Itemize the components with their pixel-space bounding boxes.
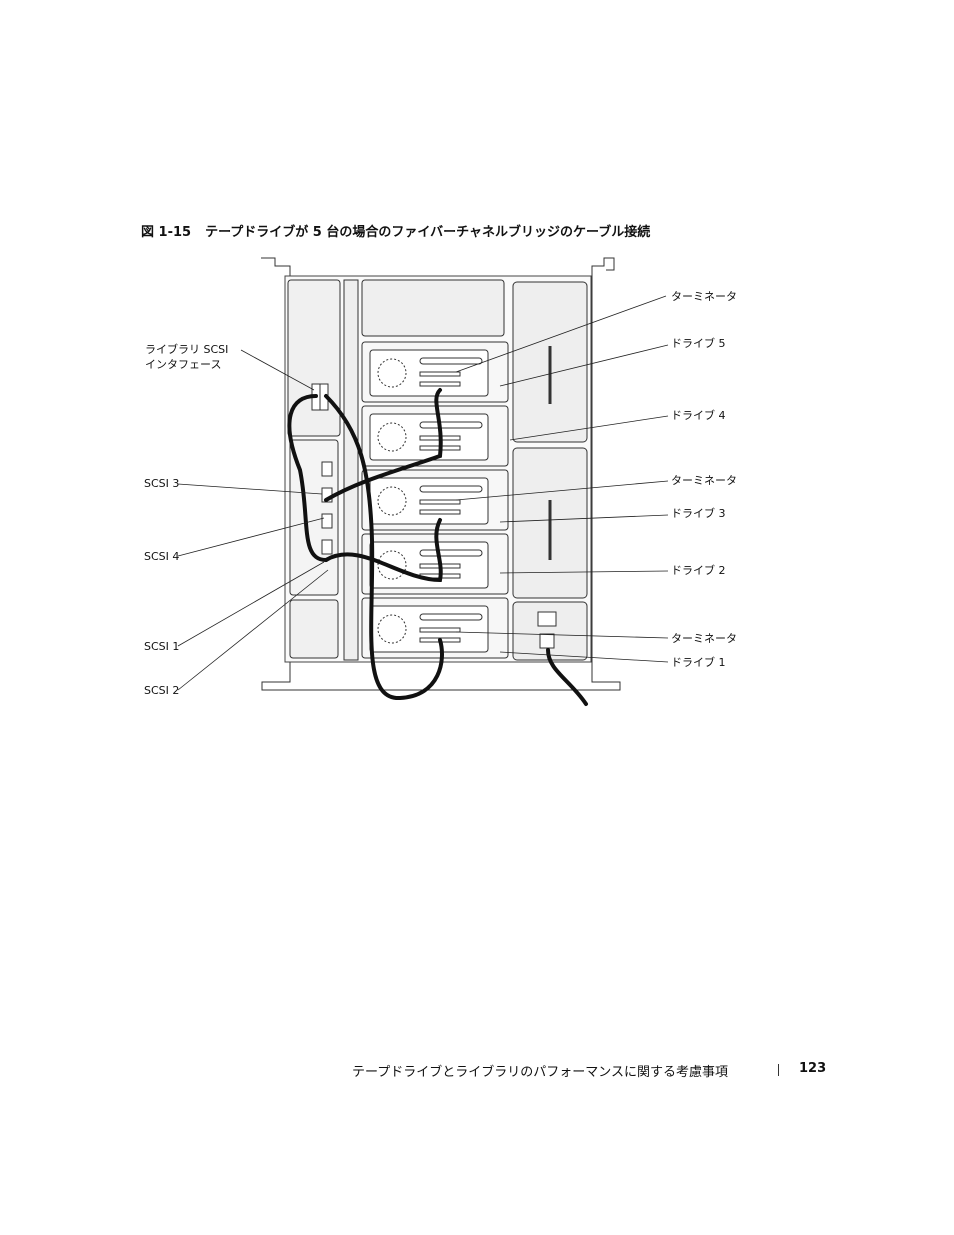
chassis-frame — [261, 257, 621, 691]
callout-drive1: ドライブ 1 — [671, 656, 726, 669]
callout-drive3: ドライブ 3 — [671, 507, 726, 520]
drive-bay-4 — [361, 405, 509, 467]
figure-caption: 図 1-15 テープドライブが 5 台の場合のファイバーチャネルブリッジのケーブル… — [141, 221, 650, 240]
footer-section-title: テープドライブとライブラリのパフォーマンスに関する考慮事項 — [352, 1065, 728, 1080]
callout-scsi3: SCSI 3 — [144, 477, 180, 490]
drive-bay-5 — [361, 341, 509, 403]
top-blank-bay — [361, 279, 505, 337]
page-number: 123 — [799, 1061, 827, 1076]
callout-terminator-bottom: ターミネータ — [671, 632, 737, 645]
callout-terminator-top: ターミネータ — [671, 290, 737, 303]
callout-line: インタフェース — [145, 358, 222, 371]
callout-scsi4: SCSI 4 — [144, 550, 180, 563]
top-left-panel — [287, 279, 341, 437]
rail-left — [343, 279, 359, 661]
callout-drive4: ドライブ 4 — [671, 409, 726, 422]
callout-library-scsi-interface: ライブラリ SCSI インタフェース — [145, 342, 228, 372]
callout-drive5: ドライブ 5 — [671, 337, 726, 350]
callout-scsi2: SCSI 2 — [144, 684, 180, 697]
callout-line: ライブラリ SCSI — [145, 343, 229, 356]
drive-bay-3 — [361, 469, 509, 531]
callout-scsi1: SCSI 1 — [144, 640, 180, 653]
figure-number: 図 1-15 — [141, 225, 192, 240]
figure-title: テープドライブが 5 台の場合のファイバーチャネルブリッジのケーブル接続 — [205, 225, 651, 240]
callout-terminator-mid: ターミネータ — [671, 474, 737, 487]
drive-bay-1 — [361, 597, 509, 659]
power-inlet — [539, 633, 555, 649]
footer-separator — [778, 1064, 779, 1076]
power-switch — [537, 611, 557, 627]
leader-lines — [177, 295, 669, 691]
callout-drive2: ドライブ 2 — [671, 564, 726, 577]
bottom-left-panel — [289, 599, 339, 659]
